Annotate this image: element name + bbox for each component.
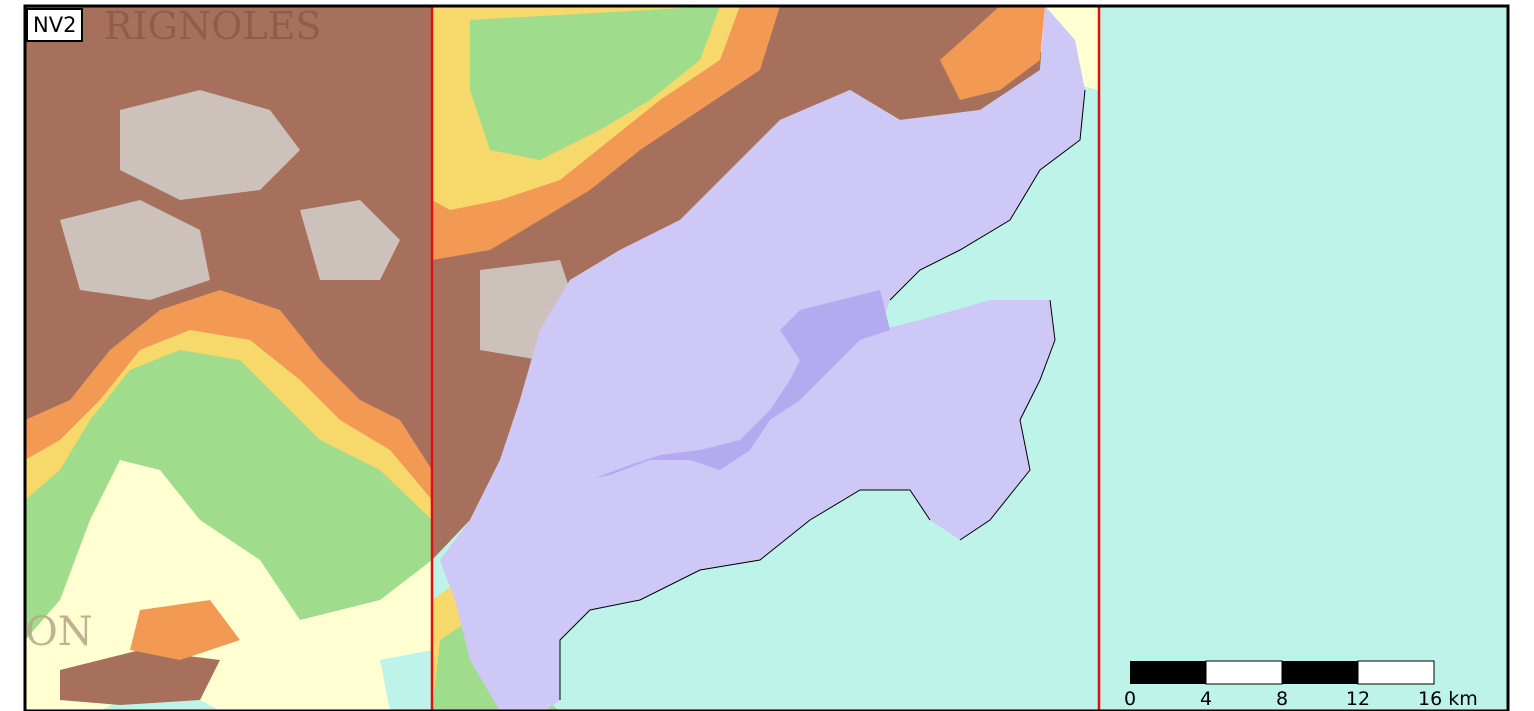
flooded-land <box>440 6 1085 711</box>
place-label-bottom-left: ON <box>25 609 93 655</box>
tile-label: NV2 <box>26 8 84 42</box>
tile-label-text: NV2 <box>33 13 77 37</box>
lagoon <box>595 290 890 478</box>
scale-tick-16-km: 16 km <box>1418 688 1478 710</box>
terrain-left <box>25 6 432 711</box>
scale-tick-0: 0 <box>1124 688 1136 710</box>
coastline <box>559 89 1086 700</box>
scale-bar: 0 4 8 12 16 km <box>1124 660 1478 710</box>
scale-tick-8: 8 <box>1276 688 1288 710</box>
map-frame <box>23 4 1510 711</box>
scale-tick-4: 4 <box>1200 688 1212 710</box>
place-label-top: RIGNOLES <box>104 4 321 48</box>
scale-tick-12: 12 <box>1346 688 1370 710</box>
